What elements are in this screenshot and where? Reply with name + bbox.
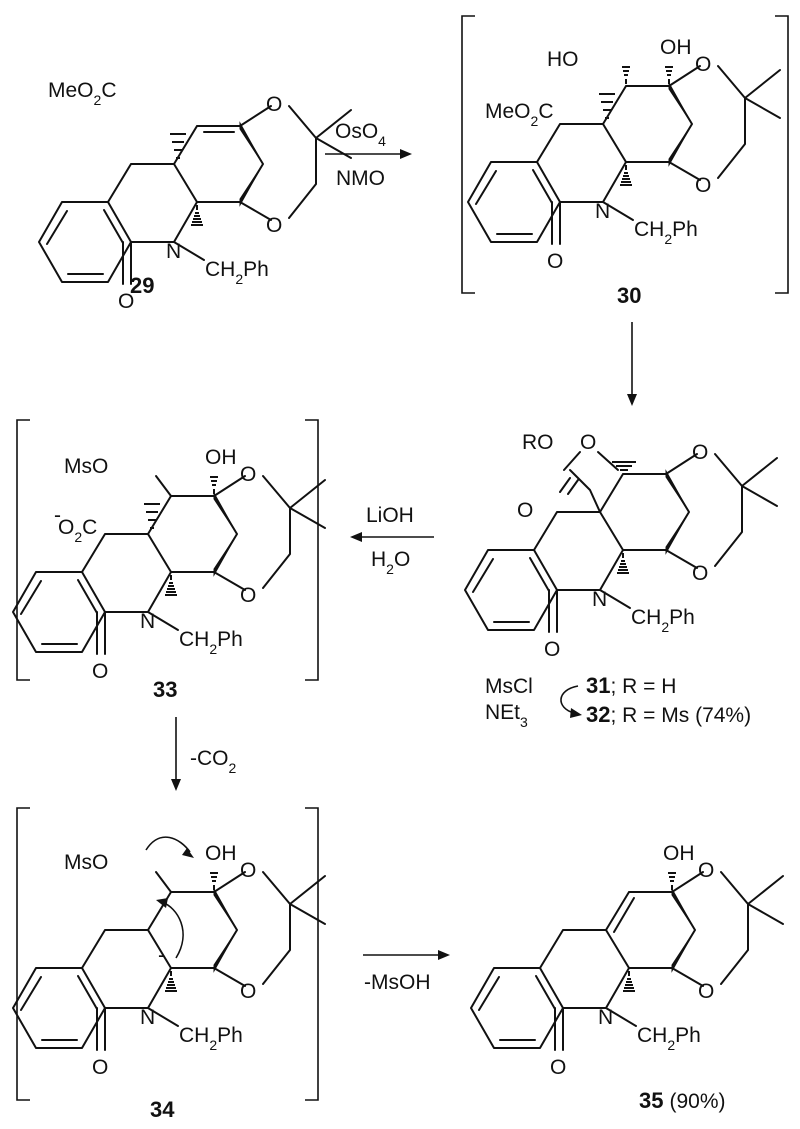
n-atom-29: N (166, 240, 181, 263)
carbonyl-o-29: O (118, 290, 134, 313)
carbonyl-o-30: O (547, 250, 563, 273)
carbonyl-o-31: O (544, 638, 560, 661)
compound-31: RO O O O O N CH2Ph O (464, 431, 778, 661)
n-atom-33: N (140, 610, 155, 633)
acetonide-o-bottom-29: O (266, 214, 282, 237)
oh-group-34: OH (205, 842, 237, 865)
lactone-co-o-31: O (517, 499, 533, 522)
acetonide-o-bottom-31: O (692, 562, 708, 585)
reagent-oso4: OsO4 (335, 120, 386, 149)
acetonide-o-top-30: O (695, 53, 711, 76)
meo2c-group-30: MeO2C (485, 100, 553, 129)
label-29: 29 (130, 273, 154, 298)
compound-30: HO OH MeO2C O O N CH2Ph O (467, 36, 781, 273)
bridge-o-31: O (580, 431, 596, 454)
compound-29: MeO2C O O N CH2Ph O (38, 79, 352, 313)
n-atom-34: N (140, 1006, 155, 1029)
bracket-33 (16, 419, 319, 681)
reagent-msoh-loss: -MsOH (364, 971, 431, 994)
oh-group-30: OH (660, 36, 692, 59)
carbanion-charge-34: - (158, 944, 165, 967)
label-30: 30 (617, 283, 641, 308)
mso-group-33: MsO (64, 455, 108, 478)
acetonide-o-bottom-30: O (695, 174, 711, 197)
bracket-34 (16, 807, 319, 1101)
acetonide-o-top-31: O (692, 441, 708, 464)
ho-group-30: HO (547, 48, 579, 71)
acetonide-o-bottom-34: O (240, 980, 256, 1003)
arrow-step2 (350, 532, 434, 542)
carbonyl-o-34: O (92, 1056, 108, 1079)
carboxylate-charge-33: - (54, 504, 61, 527)
ch2ph-30: CH2Ph (634, 218, 698, 247)
reagent-mscl: MsCl (485, 675, 533, 698)
n-atom-31: N (592, 588, 607, 611)
ch2ph-35: CH2Ph (637, 1024, 701, 1053)
label-32: 32; R = Ms (74%) (586, 702, 751, 727)
ch2ph-29: CH2Ph (205, 258, 269, 287)
oh-group-33: OH (205, 446, 237, 469)
arrow-step4 (363, 950, 450, 960)
label-31: 31; R = H (586, 673, 676, 698)
acetonide-o-top-33: O (240, 463, 256, 486)
n-atom-35: N (598, 1006, 613, 1029)
carboxylate-33: O2C (58, 516, 97, 545)
ch2ph-31: CH2Ph (631, 606, 695, 635)
meo2c-group-29: MeO2C (48, 79, 116, 108)
compound-33: MsO OH - O2C O O N CH2Ph O (12, 446, 326, 683)
reagent-h2o: H2O (371, 548, 410, 577)
bracket-30 (461, 15, 789, 294)
acetonide-o-bottom-33: O (240, 584, 256, 607)
curved-arrow-31-to-32 (560, 685, 582, 718)
label-33: 33 (153, 677, 177, 702)
n-atom-30: N (595, 200, 610, 223)
reagent-co2-loss: -CO2 (190, 747, 237, 776)
arrow-30-to-31 (627, 322, 637, 406)
reagent-nmo: NMO (336, 167, 385, 190)
arrow-step1 (325, 149, 412, 159)
ch2ph-33: CH2Ph (179, 628, 243, 657)
arrow-step3 (171, 717, 181, 791)
acetonide-o-top-34: O (240, 859, 256, 882)
acetonide-o-bottom-35: O (698, 980, 714, 1003)
acetonide-o-top-35: O (698, 859, 714, 882)
ch2ph-34: CH2Ph (179, 1024, 243, 1053)
reagent-lioh: LiOH (366, 504, 414, 527)
reagent-net3: NEt3 (485, 701, 528, 730)
compound-35: OH O O N CH2Ph O (470, 842, 784, 1079)
ro-group-31: RO (522, 431, 554, 454)
acetonide-o-top-29: O (266, 93, 282, 116)
label-35: 35(90%) (639, 1088, 726, 1113)
oh-group-35: OH (663, 842, 695, 865)
compound-34: MsO OH - O O N CH2Ph O (12, 836, 326, 1079)
label-34: 34 (150, 1097, 175, 1122)
mso-group-34: MsO (64, 851, 108, 874)
carbonyl-o-33: O (92, 660, 108, 683)
carbonyl-o-35: O (550, 1056, 566, 1079)
